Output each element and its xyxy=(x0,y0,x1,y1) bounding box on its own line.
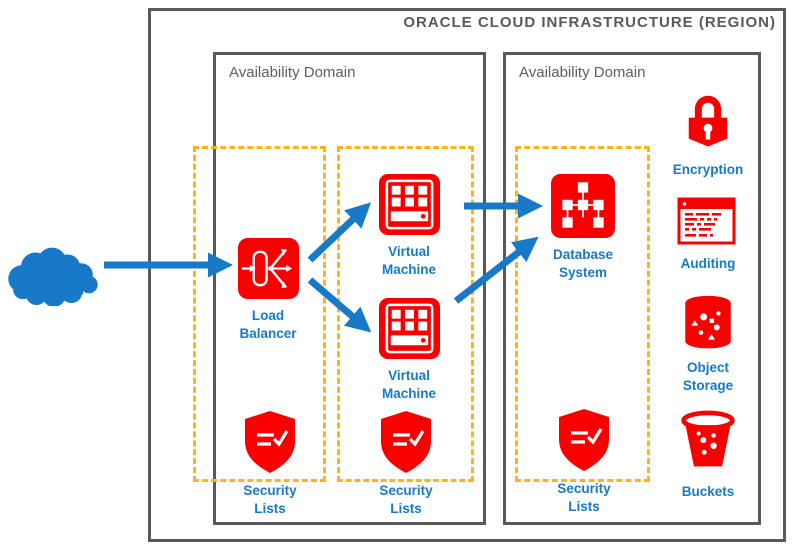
node-label: Security Lists xyxy=(243,483,297,516)
auditing-node: Auditing xyxy=(660,196,756,273)
security-shield-icon xyxy=(559,409,609,471)
buckets-node: Buckets xyxy=(660,408,756,501)
object-storage-node: Object Storage xyxy=(660,294,756,394)
load-balancer-node: Load Balancer xyxy=(220,237,316,342)
node-label: Security Lists xyxy=(557,481,611,514)
node-label: Buckets xyxy=(681,484,735,499)
lock-icon xyxy=(688,95,728,147)
node-label: Security Lists xyxy=(379,483,433,516)
security-shield-icon xyxy=(245,411,295,473)
region-title: ORACLE CLOUD INFRASTRUCTURE (REGION) xyxy=(403,14,776,31)
cloud-icon xyxy=(8,247,98,306)
security-lists-node-2: Security Lists xyxy=(358,409,454,517)
node-label: Virtual Machine xyxy=(381,368,436,401)
virtual-machine-node-top: Virtual Machine xyxy=(361,173,457,278)
node-label: Object Storage xyxy=(682,360,734,393)
node-label: Load Balancer xyxy=(239,308,297,341)
oci-region-boundary xyxy=(148,8,786,542)
node-label: Encryption xyxy=(672,162,744,177)
node-label: Auditing xyxy=(680,256,736,271)
security-lists-node-3: Security Lists xyxy=(536,407,632,515)
virtual-machine-icon xyxy=(378,297,440,360)
security-shield-icon xyxy=(381,411,431,473)
node-label: Database System xyxy=(552,247,614,280)
bucket-icon xyxy=(681,410,735,467)
availability-domain-label: Availability Domain xyxy=(229,64,356,81)
security-lists-node-1: Security Lists xyxy=(222,409,318,517)
audit-log-icon xyxy=(677,197,736,245)
virtual-machine-icon xyxy=(378,173,440,236)
database-system-node: Database System xyxy=(535,173,631,281)
node-label: Virtual Machine xyxy=(381,244,436,277)
virtual-machine-node-bottom: Virtual Machine xyxy=(361,297,457,402)
storage-cylinder-icon xyxy=(685,295,731,349)
availability-domain-label: Availability Domain xyxy=(519,64,646,81)
database-system-icon xyxy=(551,174,615,238)
subnet-boundary-database xyxy=(515,146,650,482)
encryption-node: Encryption xyxy=(660,90,756,179)
load-balancer-icon xyxy=(237,237,299,300)
